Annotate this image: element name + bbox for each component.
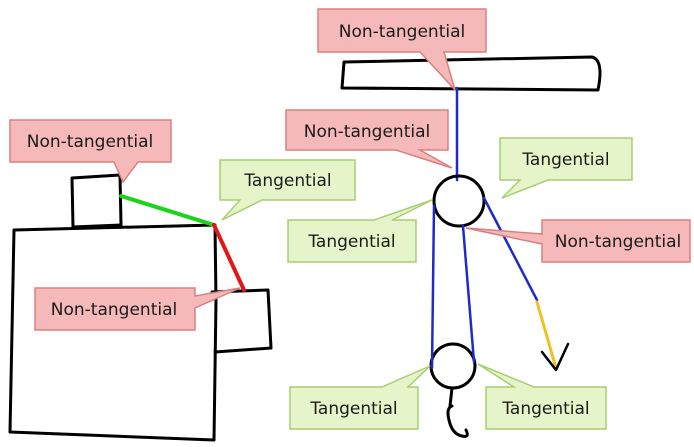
hook — [446, 386, 469, 438]
pull-arrow-head — [540, 342, 570, 372]
callout-pulley-left-upper: Non-tangential — [285, 109, 453, 169]
callout-label: Non-tangential — [304, 122, 430, 142]
top-block — [70, 173, 123, 229]
callout-label: Tangential — [501, 399, 589, 419]
ceiling-plate — [340, 55, 602, 92]
callout-label: Non-tangential — [27, 132, 153, 152]
callout-left-middle: Tangential — [219, 159, 356, 221]
callout-left-bottom: Non-tangential — [34, 287, 241, 331]
callout-label: Tangential — [307, 232, 395, 252]
red-contact-segment — [212, 223, 246, 292]
callout-label: Non-tangential — [339, 22, 465, 42]
callout-pulley-left-mid: Tangential — [287, 199, 433, 263]
upper-pulley — [432, 174, 486, 228]
lower-pulley — [429, 342, 477, 390]
right-block — [210, 288, 273, 354]
green-tangent-segment — [119, 194, 216, 227]
callout-label: Non-tangential — [555, 232, 681, 252]
large-block — [8, 223, 218, 442]
pulley-sketch — [340, 55, 602, 438]
pull-arrow-shaft — [535, 300, 558, 370]
callout-label: Tangential — [309, 399, 397, 419]
left-sketch — [8, 173, 273, 442]
rope-middle — [461, 224, 476, 364]
callout-left-top: Non-tangential — [9, 119, 172, 184]
callout-pulley-left-low: Tangential — [289, 365, 431, 430]
callout-pulley-right-low: Tangential — [477, 363, 607, 430]
callout-label: Tangential — [521, 150, 609, 170]
rope-left-vertical — [430, 204, 436, 370]
callout-label: Tangential — [243, 171, 331, 191]
callout-label: Non-tangential — [51, 300, 177, 320]
callout-pulley-right-mid: Non-tangential — [465, 219, 691, 263]
rope-right-pull — [482, 196, 539, 302]
callout-top-center: Non-tangential — [317, 8, 487, 91]
callout-pulley-right-upper: Tangential — [499, 137, 633, 199]
